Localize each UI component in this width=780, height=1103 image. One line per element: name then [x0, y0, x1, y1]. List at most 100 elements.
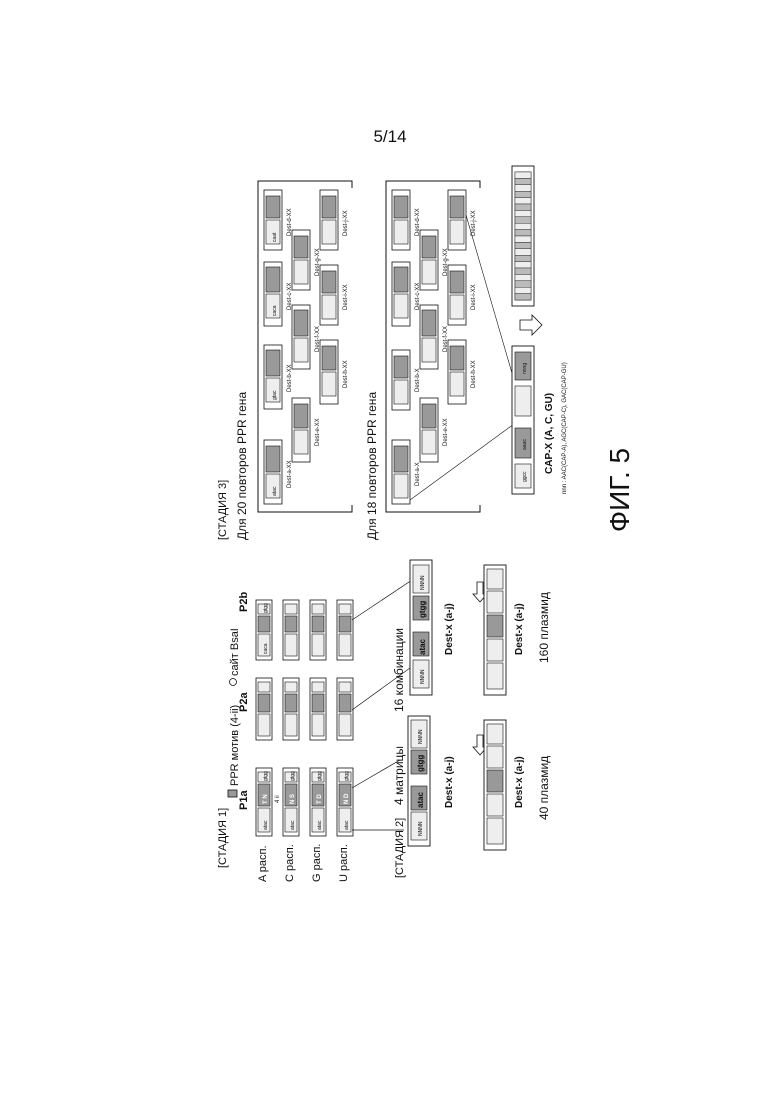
stage2-left-title: 4 матрицы — [392, 746, 406, 805]
seq-20-2: gtac — [272, 390, 278, 400]
s2-right-res-dest: Dest-x (a-j) — [514, 603, 525, 655]
final-plasmid-segment — [515, 223, 531, 229]
dest-20-d: Dest-d-XX — [287, 208, 293, 236]
final-plasmid-segments — [515, 172, 531, 300]
dest-20-f: Dest-f-XX — [315, 326, 321, 352]
connector-line-3 — [352, 578, 415, 620]
s2-right-atac: atac — [418, 638, 427, 655]
c-p1a-right: gtgg — [290, 771, 296, 781]
stage2-label: [СТАДИЯ 2] — [394, 818, 406, 878]
cap-label: CAP-X (A, C, GU) — [544, 393, 555, 474]
u-p1a-right: gtgg — [344, 771, 350, 781]
dest-18-h: Dest-h-XX — [471, 360, 477, 388]
c-p1a-left: atac — [290, 820, 296, 830]
legend-site-icon — [230, 679, 237, 686]
row-a: A расп. — [257, 845, 269, 882]
stage2-group: [СТАДИЯ 2] 4 матрицы 16 комбинации NNNN … — [392, 560, 551, 878]
module-grid — [256, 600, 353, 836]
col-p2b: P2b — [238, 592, 250, 612]
dest-18-c: Dest-c-XX — [415, 283, 421, 310]
a-p1a-code: T N — [263, 794, 269, 804]
final-plasmid-segment — [515, 236, 531, 242]
a-p2b-right: gtgg — [263, 603, 269, 613]
dest-18-g: Dest-g-XX — [443, 248, 449, 276]
dest-20-h: Dest-h-XX — [343, 360, 349, 388]
modules-18 — [392, 190, 466, 504]
final-plasmid-segment — [515, 255, 531, 261]
s2-right-nnnn1: NNNN — [420, 669, 426, 684]
dest-20-a: Dest-a-XX — [287, 460, 293, 488]
stage3-title-20: Для 20 повторов PPR гена — [235, 392, 249, 540]
seq-20-4: caat — [272, 232, 278, 242]
final-plasmid-segment — [515, 249, 531, 255]
stage2-right-plasmid — [484, 565, 506, 695]
cap-left: ggcc — [522, 471, 528, 482]
dest-20-g: Dest-g-XX — [315, 248, 321, 276]
final-plasmid-segment — [515, 230, 531, 236]
dest-18-a: Dest-a-X — [415, 462, 421, 486]
final-plasmid-segment — [515, 217, 531, 223]
dest-20-j: Dest-j-XX — [343, 210, 349, 236]
u-p1a-left: atac — [344, 820, 350, 830]
seq-20-1: atac — [272, 486, 278, 496]
s2-left-atac: atac — [416, 791, 425, 808]
s2-left-dest: Dest-x (a-j) — [444, 756, 455, 808]
s2-left-count: 40 плазмид — [537, 756, 551, 820]
final-plasmid-segment — [515, 172, 531, 178]
final-plasmid-segment — [515, 198, 531, 204]
module-g-p2a — [310, 678, 326, 740]
legend-motif-text: PPR мотив (4-ii) — [229, 705, 241, 786]
module-c-p2b — [283, 600, 299, 660]
row-c: C расп. — [284, 844, 296, 882]
dest-18-f: Dest-f-XX — [443, 326, 449, 352]
s2-left-res-dest: Dest-x (a-j) — [514, 756, 525, 808]
final-plasmid-segment — [515, 287, 531, 293]
s2-left-gtgg: gtgg — [416, 755, 425, 772]
final-plasmid-segment — [515, 281, 531, 287]
module-g-p2b — [310, 600, 326, 660]
final-plasmid-segment — [515, 204, 531, 210]
g-p1a-code: T D — [317, 794, 323, 804]
final-plasmid-segment — [515, 185, 531, 191]
final-plasmid-segment — [515, 210, 531, 216]
s2-left-nnnn2: NNNN — [418, 729, 424, 744]
col-p2a: P2a — [238, 692, 250, 712]
col-p1a: P1a — [238, 790, 250, 810]
g-p1a-left: atac — [317, 820, 323, 830]
dest-18-b: Dest-b-X — [415, 368, 421, 392]
arrow-up-icon — [520, 315, 542, 335]
s2-right-dest: Dest-x (a-j) — [444, 603, 455, 655]
row-g: G расп. — [311, 844, 323, 882]
cap-note: nnn : AAC(CAP-A), AGC(CAP-C), GAC(CAP-GU… — [562, 362, 568, 494]
dest-18-i: Dest-i-XX — [471, 284, 477, 310]
module-c-p2a — [283, 678, 299, 740]
legend-motif-swatch — [228, 790, 237, 797]
dest-18-e: Dest-e-XX — [443, 418, 449, 446]
dest-20-c: Dest-c-XX — [287, 283, 293, 310]
module-a-p2a — [256, 678, 272, 740]
stage2-right-title: 16 комбинации — [392, 628, 406, 712]
s2-right-gtgg: gtgg — [418, 601, 427, 618]
motif-sub: 4 ii — [275, 795, 281, 803]
stage3-group: [СТАДИЯ 3] Для 20 повторов PPR гена Для … — [217, 166, 568, 540]
stage1-label: [СТАДИЯ 1] — [217, 808, 229, 868]
final-plasmid-segment — [515, 178, 531, 184]
cap-right: nnng — [522, 363, 528, 374]
row-u: U расп. — [338, 844, 350, 882]
final-plasmid-segment — [515, 268, 531, 274]
stage2-left-plasmid — [484, 720, 506, 850]
g-p1a-right: gtgg — [317, 771, 323, 781]
stage3-label: [СТАДИЯ 3] — [217, 480, 229, 540]
a-p1a-right: gtgg — [263, 771, 269, 781]
seq-20-3: caca — [272, 305, 278, 316]
dest-18-d: Dest-d-XX — [415, 208, 421, 236]
module-u-p2b — [337, 600, 353, 660]
module-u-p2a — [337, 678, 353, 740]
final-plasmid-segment — [515, 242, 531, 248]
stage1-group: [СТАДИЯ 1] PPR мотив (4-ii) сайт BsaI P1… — [217, 578, 415, 882]
dest-18-j: Dest-j-XX — [471, 210, 477, 236]
stage3-title-18: Для 18 повторов PPR гена — [365, 392, 379, 540]
final-plasmid-segment — [515, 191, 531, 197]
final-plasmid-segment — [515, 262, 531, 268]
